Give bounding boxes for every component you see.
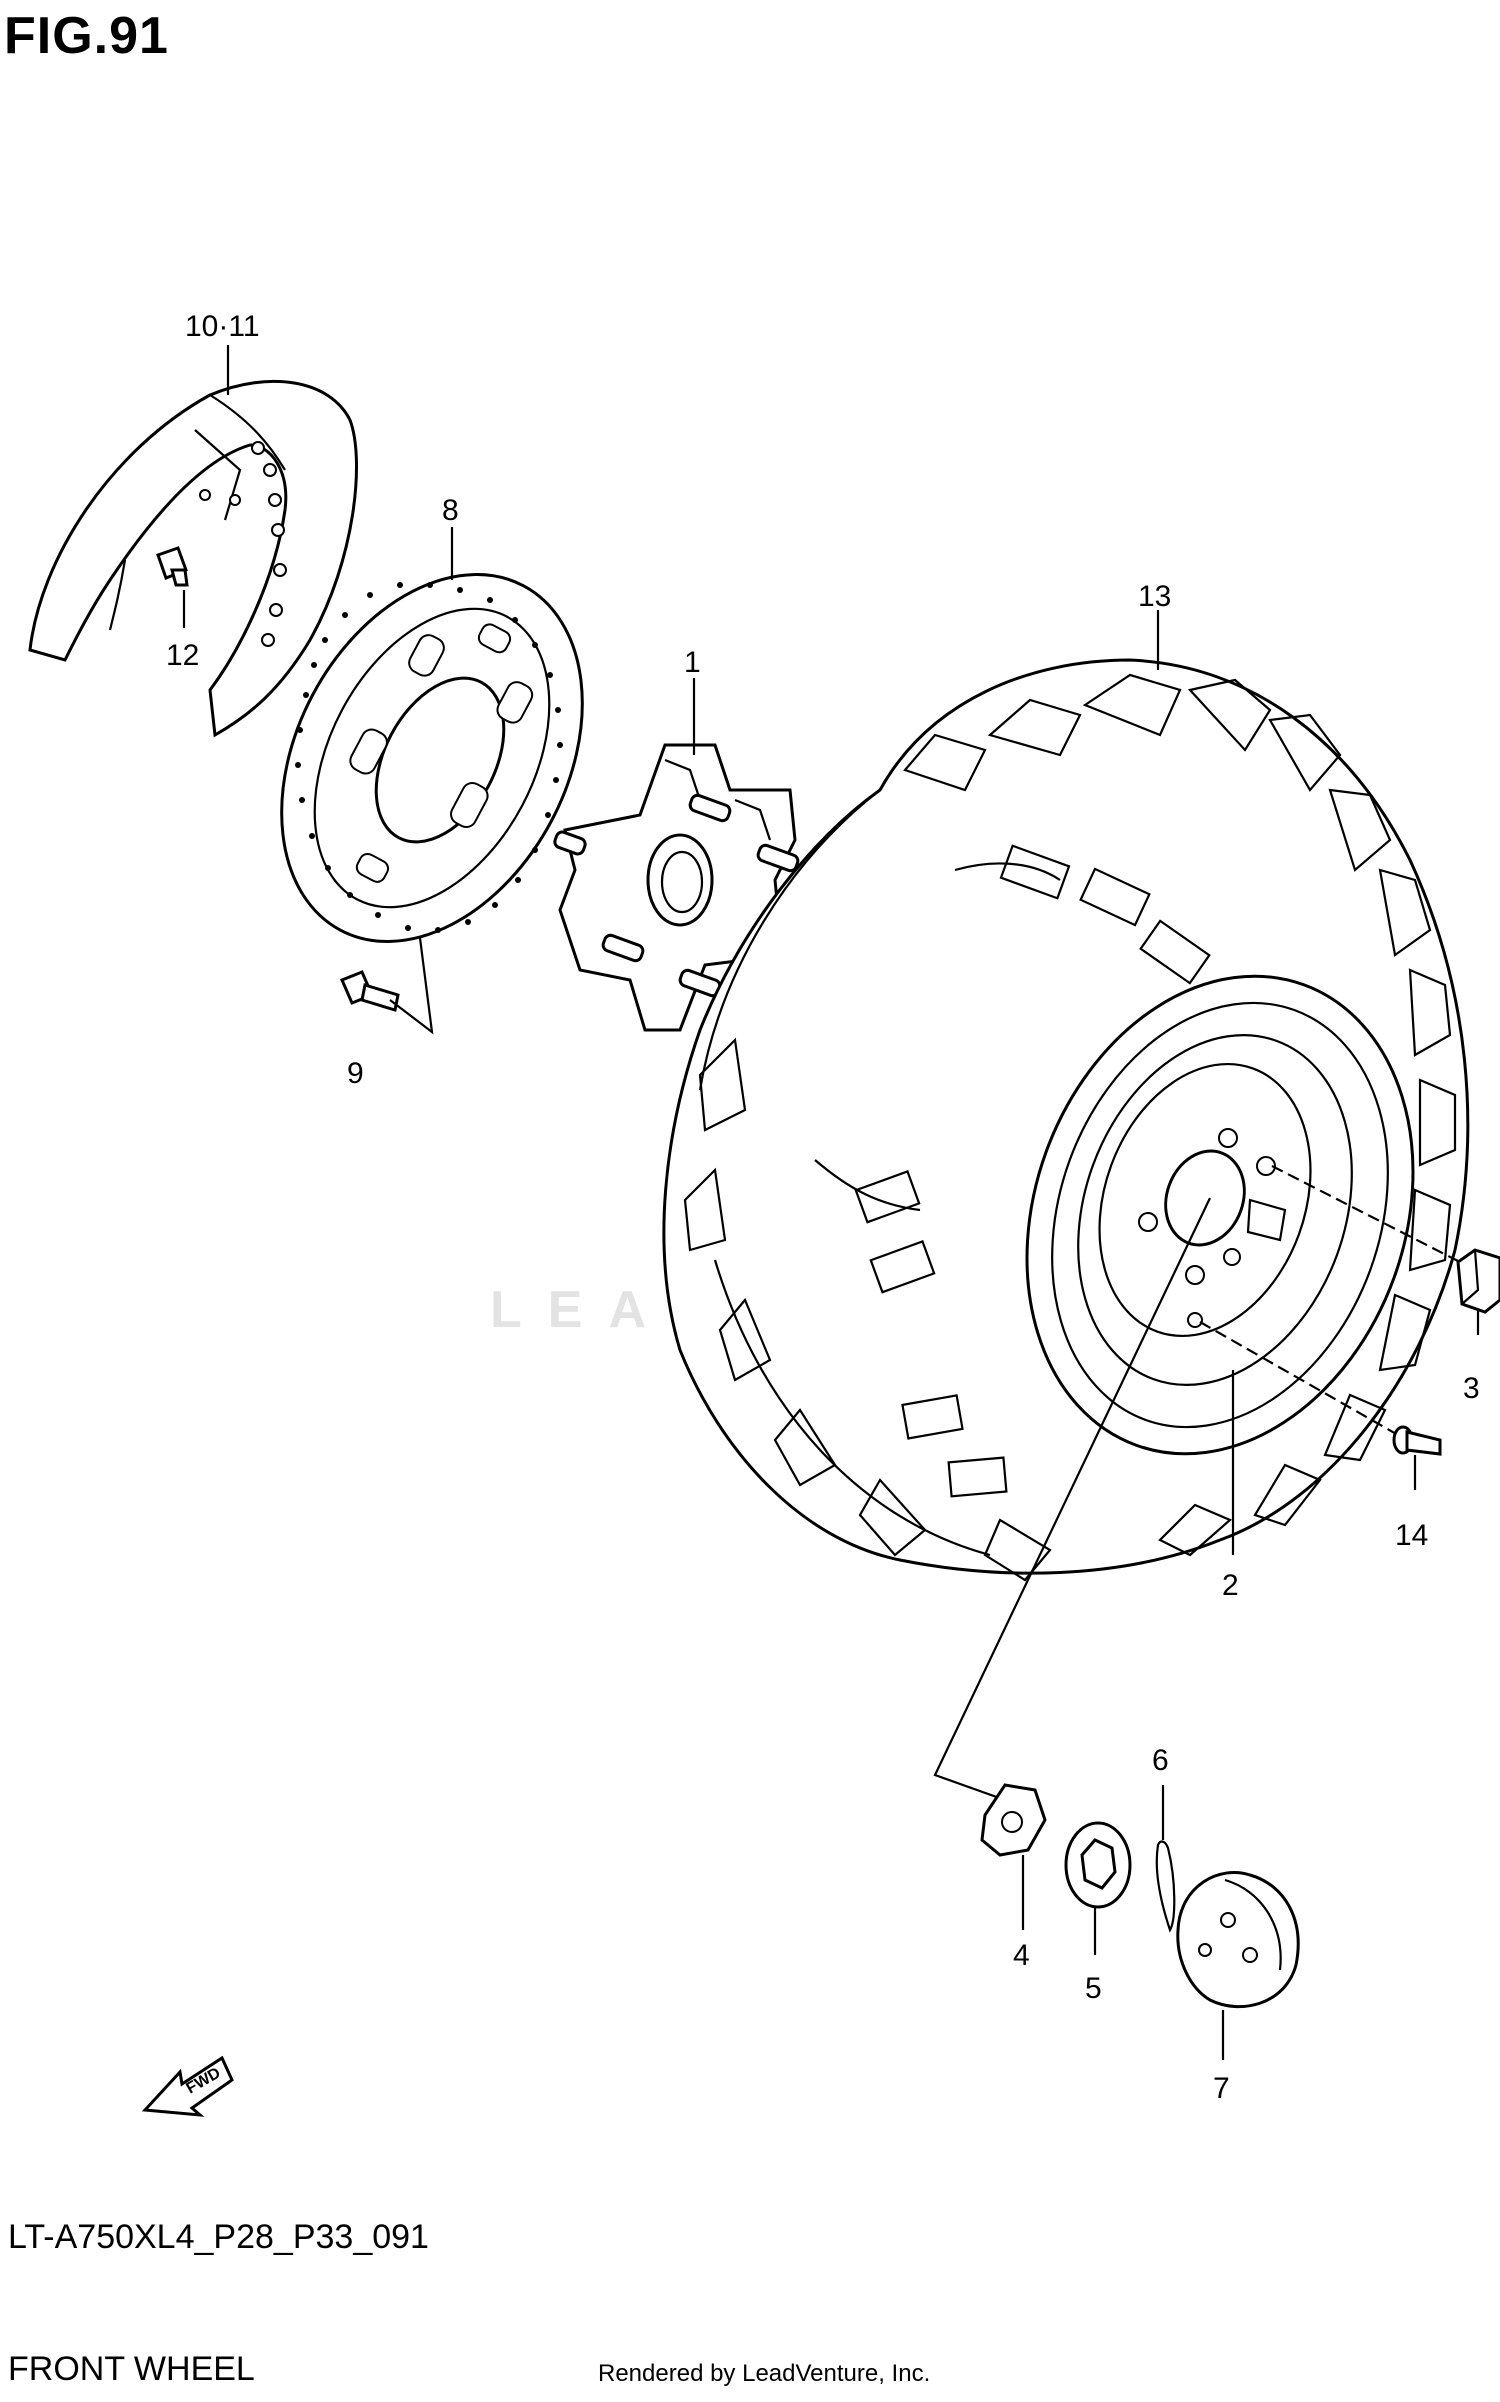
hub-cap-7-part[interactable] <box>1176 1870 1300 2008</box>
callout-10-11: 10·11 <box>185 310 260 343</box>
cotter-pin-6-part[interactable] <box>1155 1840 1176 1933</box>
tire-valve-14-part[interactable] <box>1392 1425 1442 1456</box>
callout-9: 9 <box>347 1057 364 1090</box>
wheel-nut-3-part[interactable] <box>1456 1248 1500 1314</box>
callout-13: 13 <box>1138 580 1171 613</box>
render-credit: Rendered by LeadVenture, Inc. <box>598 2360 931 2387</box>
model-code: LT-A750XL4_P28_P33_091 <box>8 2218 429 2256</box>
wheel-rim-part[interactable] <box>962 922 1477 1509</box>
figure-title: FIG.91 <box>4 7 169 65</box>
disc-cover-part[interactable] <box>28 379 358 738</box>
castle-nut-5-part[interactable] <box>1064 1821 1132 1909</box>
callout-3: 3 <box>1463 1372 1480 1405</box>
bolt-12-part[interactable] <box>156 546 189 587</box>
callout-2: 2 <box>1222 1569 1239 1602</box>
callout-5: 5 <box>1085 1972 1102 2005</box>
callout-4: 4 <box>1013 1939 1030 1972</box>
fwd-arrow-icon: FWD <box>141 2055 234 2117</box>
brake-disc-part[interactable] <box>221 522 642 993</box>
section-name: FRONT WHEEL <box>8 2350 255 2388</box>
callout-8: 8 <box>442 494 459 527</box>
callout-14: 14 <box>1395 1519 1428 1552</box>
disc-bolt-9-part[interactable] <box>340 970 400 1012</box>
callout-6: 6 <box>1152 1744 1169 1777</box>
callout-12: 12 <box>166 639 199 672</box>
washer-4-part[interactable] <box>980 1783 1047 1857</box>
callout-7: 7 <box>1213 2072 1230 2105</box>
callout-1: 1 <box>684 646 701 679</box>
